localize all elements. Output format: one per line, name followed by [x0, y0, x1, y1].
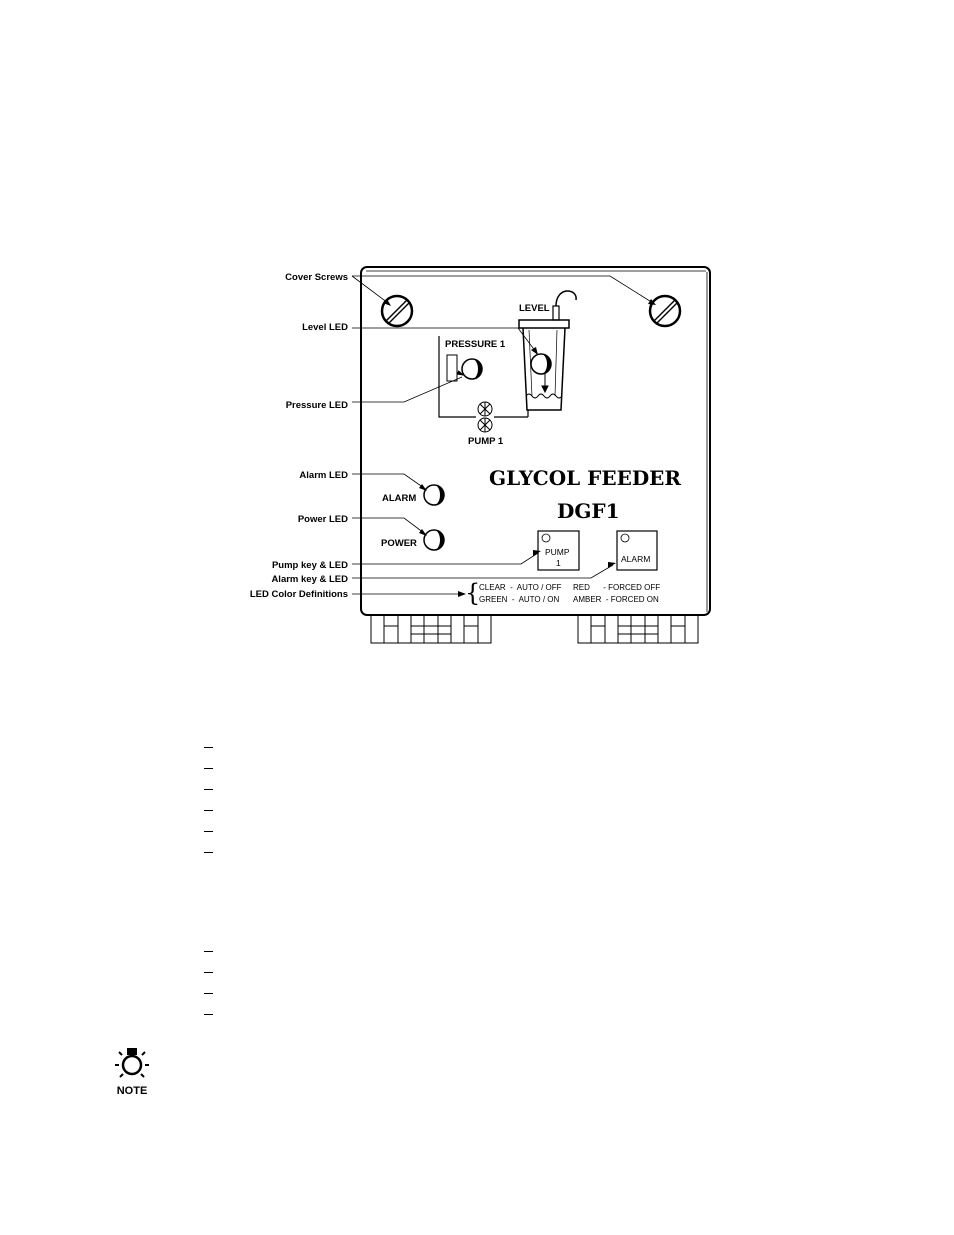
legend-row2-right: AMBER - FORCED ON [573, 595, 659, 604]
alarm-key-label: ALARM [621, 554, 650, 564]
callout-alarm-led: Alarm LED [299, 470, 348, 481]
alarm-key[interactable]: ALARM [616, 530, 658, 571]
level-led [530, 353, 552, 375]
note-label: NOTE [116, 1085, 148, 1097]
leader-arrowheads [383, 299, 656, 597]
bullet-dash [204, 940, 214, 961]
power-led [423, 529, 445, 551]
pump-label: PUMP 1 [468, 436, 504, 447]
pump-key-label-1: PUMP [545, 547, 570, 557]
callout-cover-screws: Cover Screws [285, 272, 348, 283]
bullet-list-2 [204, 940, 214, 1024]
legend-row1-right: RED - FORCED OFF [573, 583, 660, 592]
legend-row2-left: GREEN - AUTO / ON [479, 595, 560, 604]
panel-model: DGF1 [557, 499, 620, 523]
callout-led-defs: LED Color Definitions [250, 589, 348, 600]
leader-lines [351, 275, 654, 595]
panel-title: GLYCOL FEEDER [489, 466, 681, 490]
bullet-dash [204, 841, 214, 862]
level-label: LEVEL [519, 303, 550, 314]
callout-power-led: Power LED [298, 514, 348, 525]
bullet-dash [204, 982, 214, 1003]
bullet-dash [204, 799, 214, 820]
bullet-dash [204, 736, 214, 757]
pressure-label: PRESSURE 1 [445, 339, 506, 350]
glycol-tank [518, 290, 577, 411]
alarm-led [423, 484, 445, 506]
cover-screw-right [648, 294, 682, 328]
bullet-dash [204, 961, 214, 982]
pump-symbol [477, 401, 493, 433]
pressure-led [461, 358, 483, 380]
legend-row1-left: CLEAR - AUTO / OFF [479, 583, 562, 592]
note-callout: NOTE [108, 1043, 156, 1099]
alarm-key-led [620, 533, 630, 543]
callout-alarm-key: Alarm key & LED [271, 574, 348, 585]
enclosure [360, 266, 711, 616]
alarm-led-label: ALARM [382, 493, 416, 504]
bullet-dash [204, 757, 214, 778]
lightbulb-icon [115, 1048, 149, 1078]
power-led-label: POWER [381, 538, 417, 549]
bullet-list-1 [204, 736, 214, 862]
connector-right [577, 614, 699, 644]
pump-key-label-2: 1 [556, 558, 561, 568]
callout-pump-key: Pump key & LED [272, 560, 348, 571]
bullet-dash [204, 1003, 214, 1024]
callout-pressure-led: Pressure LED [286, 400, 348, 411]
bullet-dash [204, 820, 214, 841]
callout-level-led: Level LED [302, 322, 348, 333]
connector-left [370, 614, 492, 644]
bullet-dash [204, 778, 214, 799]
pump-key-led [541, 533, 551, 543]
pump-key[interactable]: PUMP 1 [537, 530, 580, 571]
legend-brace: { [465, 579, 480, 607]
